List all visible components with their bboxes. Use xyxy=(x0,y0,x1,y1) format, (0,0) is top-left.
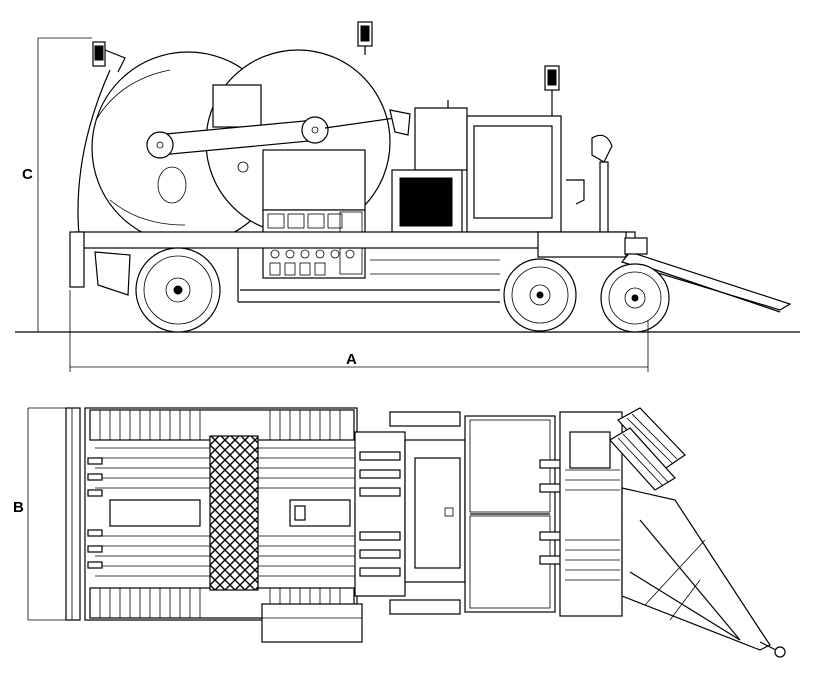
tow-drawbar-frame xyxy=(621,487,771,651)
rear-wheel-2 xyxy=(600,263,670,333)
dimension-label-b: B xyxy=(13,499,24,516)
front-wheel xyxy=(135,247,221,333)
control-cabinet xyxy=(262,149,366,211)
dimension-label-c: C xyxy=(22,166,33,183)
dimension-label-a: A xyxy=(346,351,357,368)
top-view: B xyxy=(13,407,786,658)
rear-wheel-1 xyxy=(503,258,577,332)
reel-lattice xyxy=(209,435,259,591)
engine-housing xyxy=(414,107,468,171)
side-view: C A xyxy=(15,21,800,372)
radiator-block xyxy=(399,177,453,227)
